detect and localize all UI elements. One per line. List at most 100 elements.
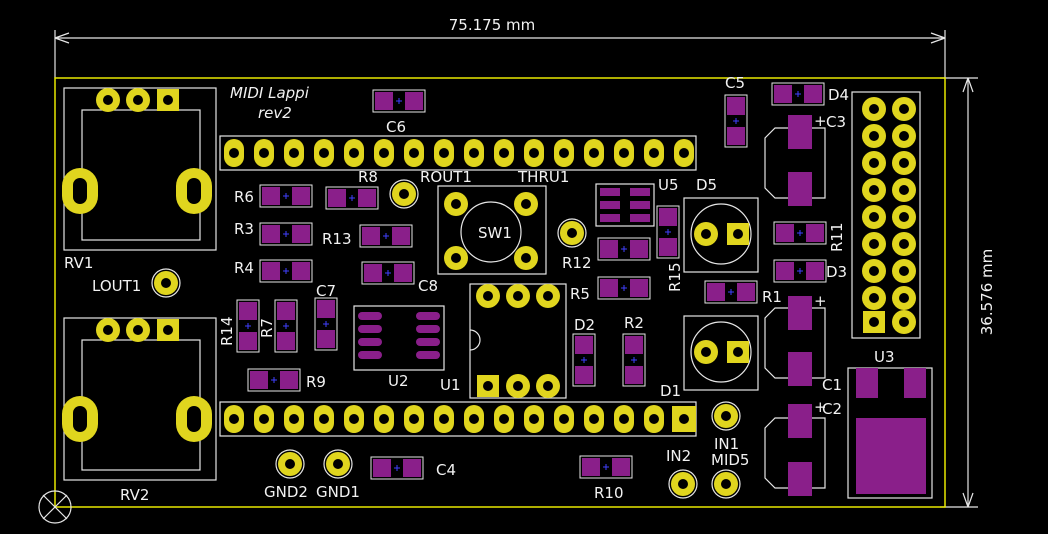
svg-text:+: + xyxy=(814,112,827,130)
r9-label: R9 xyxy=(306,373,326,391)
r5-label: R5 xyxy=(570,285,590,303)
c1-capacitor: + C1 xyxy=(764,292,842,394)
r10-label: R10 xyxy=(594,484,624,502)
rv2-label: RV2 xyxy=(120,486,149,504)
thru1-testpoint: THRU1 R12 xyxy=(517,168,592,272)
c7-label: C7 xyxy=(316,282,336,300)
r11-label: R11 xyxy=(828,222,846,252)
u2-label: U2 xyxy=(388,372,409,390)
r3-resistor: R3 xyxy=(234,220,313,246)
c5-label: C5 xyxy=(725,74,745,92)
r7-label: R7 xyxy=(258,318,276,338)
c6-label: C6 xyxy=(386,118,406,136)
c6-capacitor: C6 xyxy=(372,89,426,136)
r5-resistor: R5 xyxy=(570,276,651,303)
thru1-label: THRU1 xyxy=(517,168,569,186)
d3-diode: D3 xyxy=(773,259,847,283)
c4-capacitor: C4 xyxy=(370,456,456,480)
c5-capacitor: C5 xyxy=(724,74,748,148)
d5-label: D5 xyxy=(696,176,717,194)
width-dimension: 75.175 mm xyxy=(54,16,946,78)
c7-capacitor: C7 xyxy=(314,282,338,351)
c2-label: C2 xyxy=(822,400,842,418)
in2-testpoint: IN2 xyxy=(666,447,698,499)
height-dimension-label: 36.576 mm xyxy=(978,249,996,335)
gnd1-label: GND1 xyxy=(316,483,360,501)
r8-label: R8 xyxy=(358,168,378,186)
sw1-label: SW1 xyxy=(478,224,512,242)
r8-resistor: R8 xyxy=(325,168,379,210)
lout1-testpoint: LOUT1 xyxy=(92,268,181,298)
in1-testpoint: IN1 xyxy=(711,401,741,453)
d4-label: D4 xyxy=(828,86,849,104)
r4-resistor: R4 xyxy=(234,259,313,283)
origin-marker-icon xyxy=(38,490,72,524)
bottom-pin-header: D1 xyxy=(219,382,697,437)
d2-diode: D2 xyxy=(572,316,596,387)
rv1-potentiometer: RV1 xyxy=(62,87,217,272)
led-footprint xyxy=(683,315,759,391)
rout1-testpoint: ROUT1 xyxy=(389,168,472,209)
rout1-label: ROUT1 xyxy=(420,168,472,186)
u2-ic: U2 xyxy=(353,305,445,390)
c1-label: C1 xyxy=(822,376,842,394)
d4-diode: D4 xyxy=(771,82,849,106)
c3-capacitor: + C3 xyxy=(764,112,846,206)
r14-resistor: R14 xyxy=(218,299,260,353)
board-outline xyxy=(54,77,946,508)
c2-capacitor: + C2 xyxy=(764,398,842,496)
c4-label: C4 xyxy=(436,461,456,479)
u5-ic: U5 xyxy=(595,176,679,227)
d5-led: D5 xyxy=(683,176,759,273)
gnd2-testpoint: GND2 xyxy=(264,449,308,501)
top-pin-header xyxy=(219,135,697,171)
c8-label: C8 xyxy=(418,277,438,295)
board-revision: rev2 xyxy=(258,104,292,122)
rv2-potentiometer: RV2 xyxy=(62,317,217,504)
u3-header: U3 xyxy=(851,91,921,366)
gnd2-label: GND2 xyxy=(264,483,308,501)
width-dimension-label: 75.175 mm xyxy=(449,16,535,34)
lout1-label: LOUT1 xyxy=(92,277,141,295)
u5-label: U5 xyxy=(658,176,679,194)
u1-label: U1 xyxy=(440,376,461,394)
mid5-label: MID5 xyxy=(711,451,749,469)
d2-label: D2 xyxy=(574,316,595,334)
mid5-testpoint: MID5 xyxy=(711,451,749,499)
r12-resistor xyxy=(597,237,651,261)
u3-label: U3 xyxy=(874,348,895,366)
r3-label: R3 xyxy=(234,220,254,238)
r9-resistor: R9 xyxy=(247,368,326,392)
u1-ic: U1 xyxy=(440,283,567,399)
in1-label: IN1 xyxy=(714,435,739,453)
d1-label: D1 xyxy=(660,382,681,400)
sw1-switch: SW1 xyxy=(437,185,547,275)
r7-resistor: R7 xyxy=(258,299,298,353)
gnd1-testpoint: GND1 xyxy=(316,449,360,501)
height-dimension: 36.576 mm xyxy=(940,77,996,508)
r6-label: R6 xyxy=(234,188,254,206)
c8-capacitor: C8 xyxy=(361,261,438,295)
in2-label: IN2 xyxy=(666,447,691,465)
r2-label: R2 xyxy=(624,314,644,332)
r15-label: R15 xyxy=(666,262,684,292)
r1-resistor: R1 xyxy=(704,280,782,306)
r11-resistor: R11 xyxy=(773,221,846,252)
r13-resistor: R13 xyxy=(322,224,413,248)
r13-label: R13 xyxy=(322,230,352,248)
svg-text:+: + xyxy=(814,398,827,416)
rv1-label: RV1 xyxy=(64,254,93,272)
r4-label: R4 xyxy=(234,259,254,277)
svg-text:+: + xyxy=(814,292,827,310)
r6-resistor: R6 xyxy=(234,184,313,208)
d3-label: D3 xyxy=(826,263,847,281)
r2-resistor: R2 xyxy=(622,314,646,387)
r15-resistor: R15 xyxy=(656,205,684,292)
r14-label: R14 xyxy=(218,316,236,346)
board-title: MIDI Lappi xyxy=(230,84,310,102)
u3-regulator xyxy=(847,367,933,499)
r12-label: R12 xyxy=(562,254,592,272)
r1-label: R1 xyxy=(762,288,782,306)
c3-label: C3 xyxy=(826,113,846,131)
